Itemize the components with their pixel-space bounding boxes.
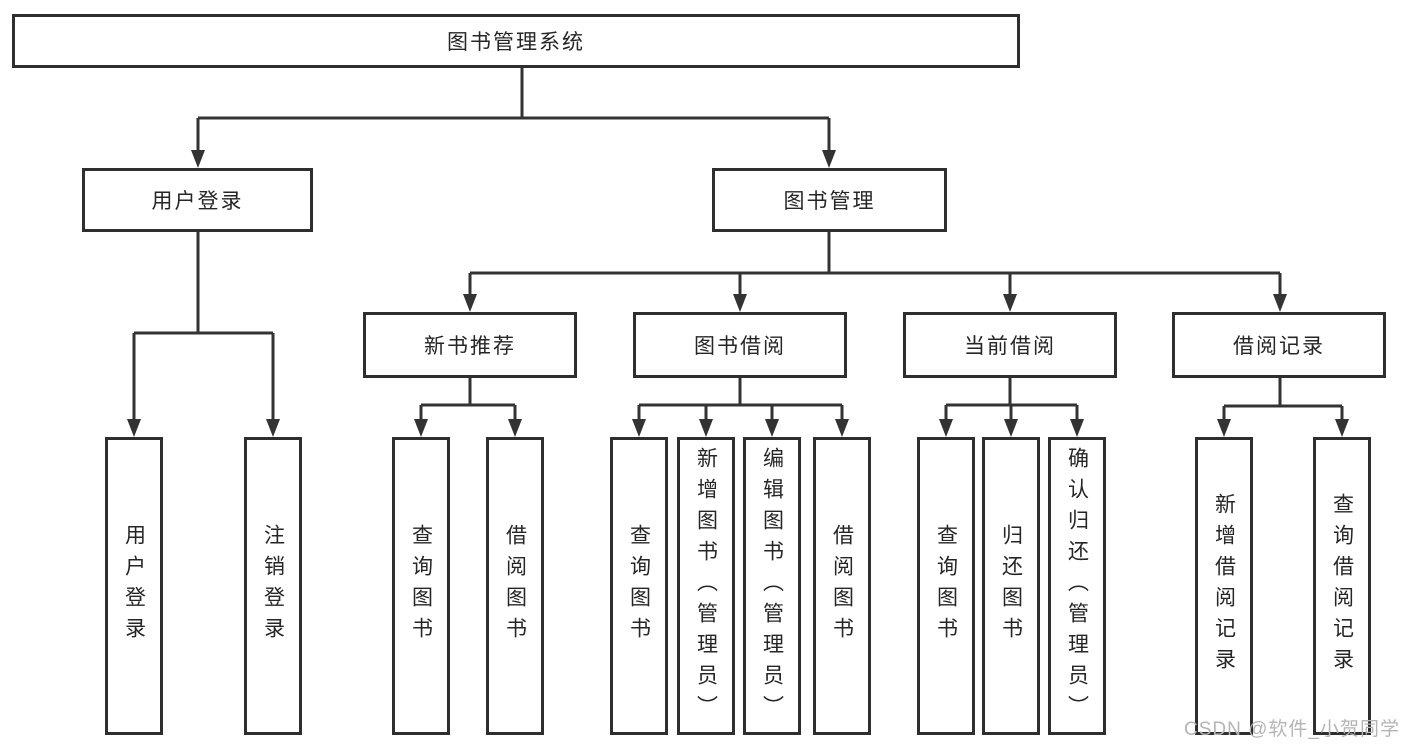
node-new-book-recommend-label: 新书推荐	[424, 335, 516, 358]
leaf-add-borrow-record-label: 新增借阅记录	[1212, 493, 1236, 679]
leaf-borrow-books-recommend-label: 借阅图书	[503, 524, 527, 648]
node-root-label: 图书管理系统	[447, 31, 585, 54]
leaf-edit-book-admin: 编辑图书（管理员）	[743, 437, 801, 735]
leaf-query-books-current-label: 查询图书	[934, 524, 958, 648]
node-new-book-recommend: 新书推荐	[363, 312, 577, 378]
leaf-borrow-books-recommend: 借阅图书	[486, 437, 544, 735]
leaf-query-books-recommend-label: 查询图书	[409, 524, 433, 648]
leaf-query-borrow-record-label: 查询借阅记录	[1330, 493, 1354, 679]
node-borrow-records: 借阅记录	[1172, 312, 1386, 378]
leaf-edit-book-admin-label: 编辑图书（管理员）	[760, 446, 784, 726]
leaf-add-book-admin: 新增图书（管理员）	[677, 437, 735, 735]
node-current-borrow: 当前借阅	[903, 312, 1117, 378]
node-book-borrow: 图书借阅	[633, 312, 847, 378]
csdn-watermark: CSDN @软件_小贺同学	[1184, 719, 1400, 740]
node-current-borrow-label: 当前借阅	[964, 335, 1056, 358]
leaf-query-books-borrow-label: 查询图书	[627, 524, 651, 648]
node-user-login-label: 用户登录	[151, 190, 244, 213]
leaf-user-login-label: 用户登录	[122, 524, 146, 648]
leaf-logout-label: 注销登录	[261, 524, 285, 648]
node-borrow-records-label: 借阅记录	[1233, 335, 1325, 358]
node-book-management-label: 图书管理	[783, 190, 876, 213]
arrowheads	[127, 150, 1349, 437]
leaf-confirm-return-admin: 确认归还（管理员）	[1048, 437, 1106, 735]
leaf-confirm-return-admin-label: 确认归还（管理员）	[1065, 446, 1089, 726]
leaf-borrow-books-borrow: 借阅图书	[813, 437, 871, 735]
leaf-logout: 注销登录	[244, 437, 302, 735]
leaf-query-borrow-record: 查询借阅记录	[1313, 437, 1371, 735]
node-user-login: 用户登录	[82, 168, 313, 232]
leaf-borrow-books-borrow-label: 借阅图书	[830, 524, 854, 648]
leaf-user-login: 用户登录	[105, 437, 163, 735]
leaf-add-book-admin-label: 新增图书（管理员）	[694, 446, 718, 726]
node-book-borrow-label: 图书借阅	[694, 335, 786, 358]
node-book-management: 图书管理	[712, 168, 947, 232]
leaf-return-book-label: 归还图书	[999, 524, 1023, 648]
leaf-add-borrow-record: 新增借阅记录	[1195, 437, 1253, 735]
leaf-return-book: 归还图书	[982, 437, 1040, 735]
node-root-system: 图书管理系统	[12, 14, 1020, 68]
leaf-query-books-borrow: 查询图书	[610, 437, 668, 735]
leaf-query-books-current: 查询图书	[917, 437, 975, 735]
leaf-query-books-recommend: 查询图书	[392, 437, 450, 735]
